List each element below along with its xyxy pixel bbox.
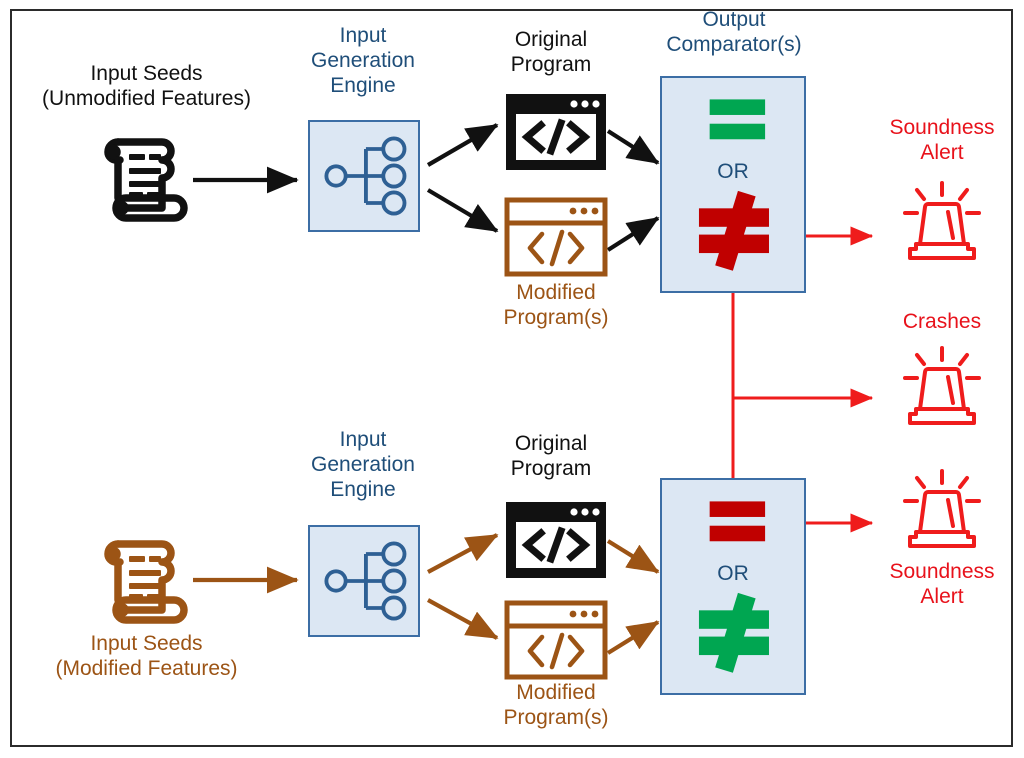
code-window-outline-icon — [504, 600, 608, 680]
label-soundness-alert-bottom: Soundness Alert — [889, 560, 995, 608]
fanout-tree-icon — [324, 136, 407, 216]
label-modified-program-top: Modified Program(s) — [503, 281, 609, 329]
siren-alert-icon — [888, 180, 996, 262]
label-modified-program-bottom: Modified Program(s) — [503, 681, 609, 729]
label-input-seeds-unmodified: Input Seeds (Unmodified Features) — [42, 62, 251, 110]
siren-alert-icon — [888, 468, 996, 550]
code-window-filled-icon — [504, 500, 608, 580]
label-input-seeds-modified: Input Seeds (Modified Features) — [55, 632, 238, 680]
fanout-tree-icon — [324, 541, 407, 621]
input-generation-engine-box-top[interactable] — [308, 120, 420, 232]
not-equals-icon-bottom — [662, 480, 804, 693]
comparator-or-label-bottom: OR — [717, 562, 749, 585]
equals-icon-bottom — [662, 480, 804, 693]
output-comparator-box-bottom[interactable]: OR — [660, 478, 806, 695]
label-crashes: Crashes — [902, 310, 982, 333]
label-original-program-top: Original Program — [510, 28, 592, 76]
scroll-icon — [88, 528, 200, 636]
label-output-comparators: Output Comparator(s) — [666, 8, 802, 56]
not-equals-icon-top — [662, 78, 804, 291]
comparator-or-label-top: OR — [717, 160, 749, 183]
code-window-outline-icon — [504, 197, 608, 277]
siren-alert-icon — [888, 345, 996, 427]
scroll-icon — [88, 126, 200, 234]
label-soundness-alert-top: Soundness Alert — [889, 116, 995, 164]
output-comparator-box-top[interactable]: OR — [660, 76, 806, 293]
equals-icon-top — [662, 78, 804, 291]
label-original-program-bottom: Original Program — [510, 432, 592, 480]
label-input-generation-engine-bottom: Input Generation Engine — [311, 428, 415, 501]
input-generation-engine-box-bottom[interactable] — [308, 525, 420, 637]
code-window-filled-icon — [504, 92, 608, 172]
label-input-generation-engine-top: Input Generation Engine — [311, 24, 415, 97]
